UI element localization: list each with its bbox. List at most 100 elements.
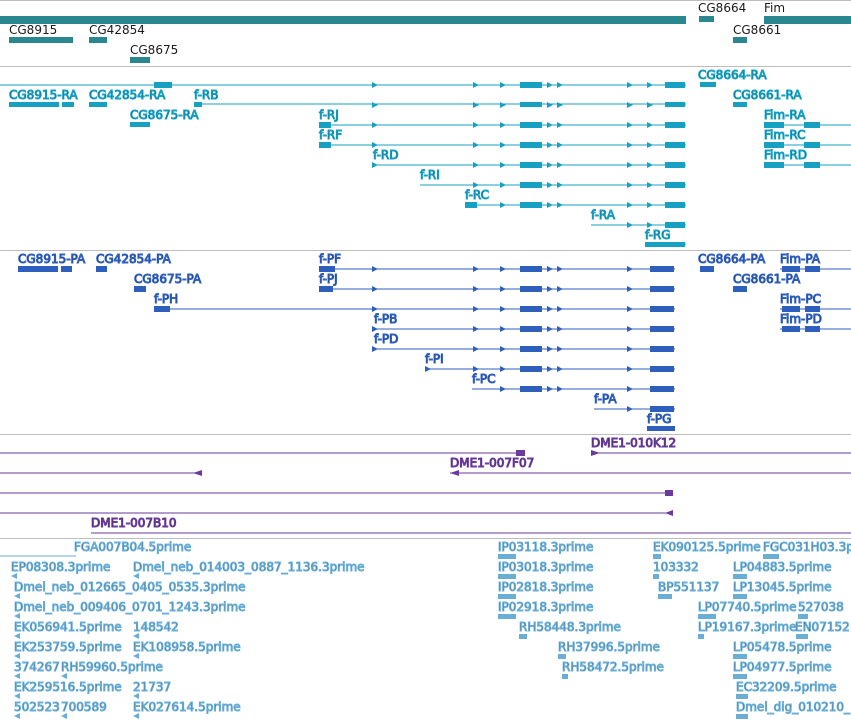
transcript-cg8664-ra[interactable]	[700, 82, 716, 87]
est-label-rh59960[interactable]: RH59960.5prime	[61, 660, 164, 675]
est-label-lp19167[interactable]: LP19167.3prime	[698, 620, 798, 635]
protein-label-f-pb[interactable]: f-PB	[374, 312, 398, 327]
protein-label-f-pc[interactable]: f-PC	[472, 372, 497, 387]
protein-f-pj[interactable]	[319, 286, 675, 292]
transcript-label-fim-rd[interactable]: Fim-RD	[764, 148, 808, 163]
est-label-lp05478[interactable]: LP05478.5prime	[733, 640, 833, 655]
protein-label-cg42854-pa[interactable]: CG42854-PA	[96, 252, 173, 267]
clone-bar-3[interactable]	[0, 490, 673, 496]
est-label-ek090125[interactable]: EK090125.5prime	[653, 540, 762, 555]
transcript-f-rg[interactable]	[645, 242, 686, 247]
transcript-label-f-rj[interactable]: f-RJ	[319, 108, 340, 123]
clone-label-dme1-007b10[interactable]: DME1-007B10	[91, 516, 178, 531]
transcript-label-f-rf[interactable]: f-RF	[319, 128, 343, 143]
protein-f-pg[interactable]	[647, 426, 675, 431]
est-label-ip03118[interactable]: IP03118.3prime	[498, 540, 594, 555]
protein-f-pa[interactable]	[594, 406, 675, 412]
est-lp19167[interactable]	[698, 634, 704, 639]
transcript-label-cg8664-ra[interactable]: CG8664-RA	[698, 68, 768, 83]
est-label-374267[interactable]: 374267	[14, 660, 61, 675]
est-label-700589[interactable]: 700589	[61, 700, 108, 715]
transcript-label-f-rd[interactable]: f-RD	[373, 148, 399, 163]
protein-cg8675-pa[interactable]	[134, 286, 146, 292]
est-neb012665[interactable]	[14, 593, 20, 599]
est-lp07740[interactable]	[698, 614, 716, 619]
est-label-lp13045[interactable]: LP13045.5prime	[733, 580, 833, 595]
est-label-rh58472[interactable]: RH58472.5prime	[562, 660, 665, 675]
transcript-label-cg8915-ra[interactable]: CG8915-RA	[9, 88, 79, 103]
transcript-cg8661-ra[interactable]	[733, 102, 747, 107]
protein-label-f-ph[interactable]: f-PH	[154, 292, 179, 307]
est-lp04883[interactable]	[733, 574, 747, 579]
est-label-bp551137[interactable]: BP551137	[658, 580, 720, 595]
est-ek253759[interactable]	[14, 653, 20, 659]
transcript-f-rb[interactable]	[194, 102, 686, 107]
transcript-cg8675-ra[interactable]	[130, 122, 150, 127]
transcript-label-f-rc[interactable]: f-RC	[465, 188, 490, 203]
est-148542[interactable]	[133, 633, 139, 639]
est-rh58448[interactable]	[519, 634, 527, 639]
protein-fim-pa[interactable]	[780, 266, 851, 272]
est-label-fgc031h03[interactable]: FGC031H03.3p	[763, 540, 851, 555]
est-neb014003[interactable]	[133, 573, 139, 579]
transcript-label-f-rg[interactable]: f-RG	[645, 228, 672, 243]
est-label-neb014003[interactable]: Dmel_neb_014003_0887_1136.3prime	[133, 560, 366, 575]
est-rh59960[interactable]	[61, 673, 67, 679]
transcript-f-rd[interactable]	[373, 162, 686, 168]
protein-label-cg8664-pa[interactable]: CG8664-PA	[698, 252, 767, 267]
est-label-148542[interactable]: 148542	[133, 620, 180, 635]
est-label-ip02918[interactable]: IP02918.3prime	[498, 600, 594, 615]
clone-label-dme1-007f07[interactable]: DME1-007F07	[450, 456, 535, 471]
est-ek090125[interactable]	[653, 554, 661, 559]
gene-cg8661-bar[interactable]	[733, 37, 747, 43]
transcript-fim-rc[interactable]	[764, 142, 851, 148]
gene-cg8915-bar[interactable]	[9, 37, 73, 43]
est-label-neb009406[interactable]: Dmel_neb_009406_0701_1243.3prime	[14, 600, 247, 615]
est-dig010210[interactable]	[736, 714, 748, 719]
est-label-rh37996[interactable]: RH37996.5prime	[558, 640, 661, 655]
est-label-527038[interactable]: 527038	[798, 600, 845, 615]
est-label-ek253759[interactable]: EK253759.5prime	[14, 640, 123, 655]
protein-cg8661-pa[interactable]	[733, 286, 747, 292]
transcript-cg8915-ra[interactable]	[9, 102, 74, 107]
clone-bar-2[interactable]	[0, 470, 202, 476]
est-en07152[interactable]	[796, 634, 808, 639]
transcript-fim-rd[interactable]	[764, 162, 851, 168]
est-label-lp04977[interactable]: LP04977.5prime	[733, 660, 833, 675]
gene-cg42854-bar[interactable]	[89, 37, 107, 43]
gene-fim-bar[interactable]	[764, 16, 851, 24]
protein-f-pb[interactable]	[374, 326, 675, 332]
protein-label-f-pa[interactable]: f-PA	[594, 392, 618, 407]
est-label-ep08308[interactable]: EP08308.3prime	[11, 560, 111, 575]
protein-f-pf[interactable]	[319, 266, 675, 272]
protein-f-pd[interactable]	[374, 346, 675, 352]
transcript-label-f-ri[interactable]: f-RI	[420, 168, 441, 183]
clone-label-dme1-010k12[interactable]: DME1-010K12	[591, 436, 677, 451]
protein-label-fim-pc[interactable]: Fim-PC	[780, 292, 822, 307]
protein-fim-pc[interactable]	[780, 306, 851, 312]
est-rh37996[interactable]	[558, 654, 566, 659]
protein-label-f-pg[interactable]: f-PG	[647, 412, 672, 427]
est-rh58472[interactable]	[562, 674, 568, 679]
gene-label-cg8661[interactable]: CG8661	[733, 23, 781, 37]
protein-cg8664-pa[interactable]	[700, 266, 714, 272]
est-ep08308[interactable]	[11, 573, 17, 579]
transcript-label-fim-ra[interactable]: Fim-RA	[764, 108, 807, 123]
est-bp551137[interactable]	[658, 594, 672, 599]
est-ip02918[interactable]	[498, 614, 516, 619]
est-label-ec32209[interactable]: EC32209.5prime	[736, 680, 838, 695]
est-label-ek056941[interactable]: EK056941.5prime	[14, 620, 123, 635]
transcript-cg42854-ra[interactable]	[89, 102, 107, 107]
transcript-f-top[interactable]	[0, 82, 686, 88]
est-502523[interactable]	[14, 713, 20, 719]
est-label-ek027614[interactable]: EK027614.5prime	[133, 700, 242, 715]
protein-cg42854-pa[interactable]	[96, 266, 107, 272]
est-527038[interactable]	[798, 614, 808, 619]
est-label-lp07740[interactable]: LP07740.5prime	[698, 600, 798, 615]
gene-cg8675-bar[interactable]	[130, 57, 150, 63]
est-label-ip03018[interactable]: IP03018.3prime	[498, 560, 594, 575]
protein-label-cg8661-pa[interactable]: CG8661-PA	[733, 272, 802, 287]
est-ek108958[interactable]	[133, 653, 139, 659]
est-374267[interactable]	[14, 673, 20, 679]
gene-label-fim[interactable]: Fim	[764, 1, 785, 15]
